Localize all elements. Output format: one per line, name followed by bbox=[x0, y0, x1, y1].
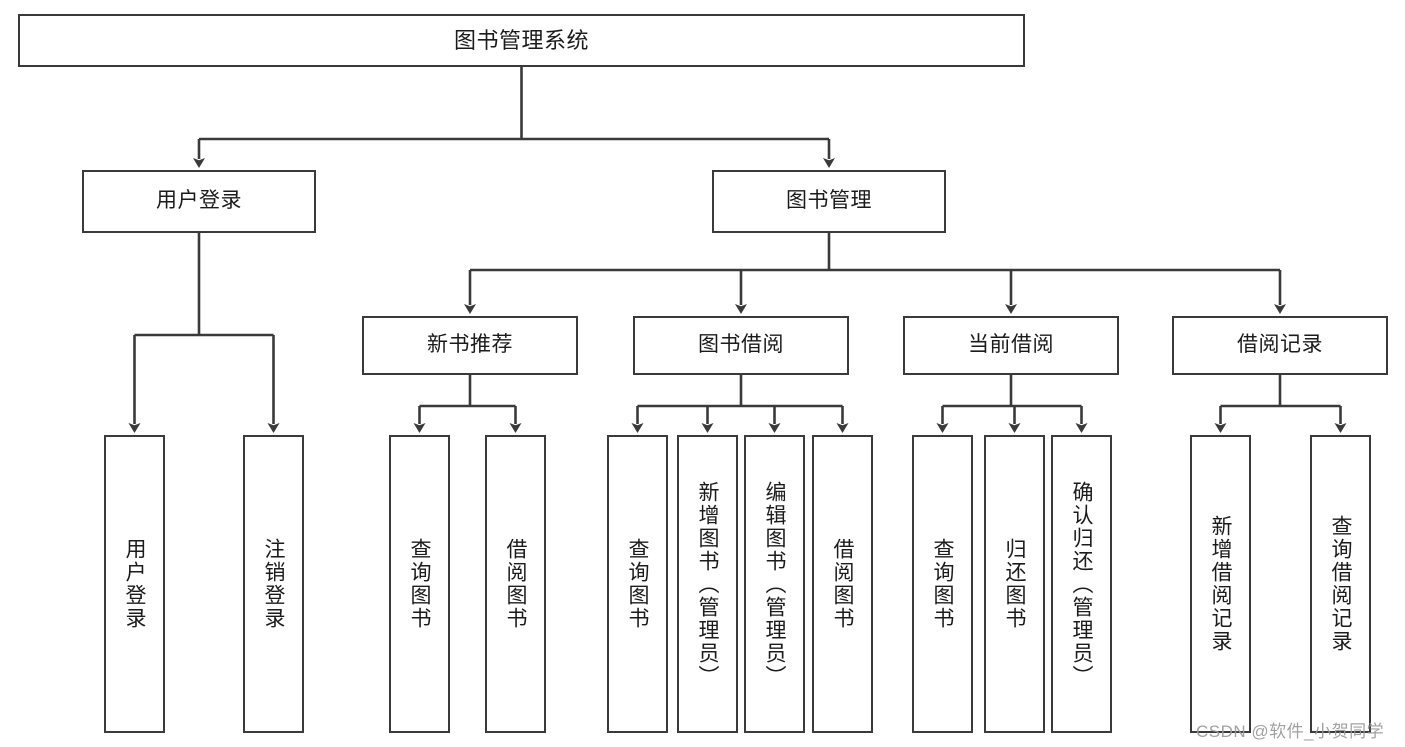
node-label-leaf-query-book-2: 查询图书 bbox=[626, 538, 649, 630]
watermark-text: CSDN @软件_小贺同学 bbox=[1196, 722, 1385, 741]
node-current-borrow[interactable]: 当前借阅 bbox=[903, 316, 1119, 375]
node-label-user-login: 用户登录 bbox=[156, 189, 242, 213]
node-leaf-query-book-2[interactable]: 查询图书 bbox=[607, 435, 668, 733]
node-label-book-manage: 图书管理 bbox=[786, 189, 872, 213]
node-label-leaf-confirm-return: 确认归还（管理员） bbox=[1070, 480, 1093, 688]
node-label-current-borrow: 当前借阅 bbox=[968, 333, 1054, 357]
node-leaf-return-book[interactable]: 归还图书 bbox=[984, 435, 1045, 733]
node-label-book-borrow: 图书借阅 bbox=[698, 333, 784, 357]
node-leaf-user-login[interactable]: 用户登录 bbox=[104, 435, 165, 733]
node-root[interactable]: 图书管理系统 bbox=[18, 14, 1025, 67]
node-new-book-rec[interactable]: 新书推荐 bbox=[362, 316, 578, 375]
node-leaf-borrow-book-2[interactable]: 借阅图书 bbox=[812, 435, 873, 733]
node-label-leaf-add-record: 新增借阅记录 bbox=[1209, 515, 1232, 653]
node-leaf-add-book[interactable]: 新增图书（管理员） bbox=[677, 435, 738, 733]
node-label-borrow-record: 借阅记录 bbox=[1237, 333, 1323, 357]
node-label-root: 图书管理系统 bbox=[453, 27, 589, 53]
node-book-borrow[interactable]: 图书借阅 bbox=[633, 316, 849, 375]
node-label-leaf-return-book: 归还图书 bbox=[1003, 538, 1026, 630]
node-leaf-query-book-3[interactable]: 查询图书 bbox=[912, 435, 973, 733]
node-leaf-query-record[interactable]: 查询借阅记录 bbox=[1310, 435, 1371, 733]
node-leaf-confirm-return[interactable]: 确认归还（管理员） bbox=[1051, 435, 1112, 733]
node-label-leaf-user-login: 用户登录 bbox=[123, 538, 146, 630]
node-leaf-borrow-book-1[interactable]: 借阅图书 bbox=[485, 435, 546, 733]
node-label-leaf-user-logout: 注销登录 bbox=[262, 538, 285, 630]
node-leaf-query-book-1[interactable]: 查询图书 bbox=[389, 435, 450, 733]
node-label-leaf-add-book: 新增图书（管理员） bbox=[696, 480, 719, 688]
node-label-leaf-borrow-book-1: 借阅图书 bbox=[504, 538, 527, 630]
node-label-leaf-edit-book: 编辑图书（管理员） bbox=[763, 480, 786, 688]
node-book-manage[interactable]: 图书管理 bbox=[712, 170, 946, 233]
node-label-leaf-borrow-book-2: 借阅图书 bbox=[831, 538, 854, 630]
node-leaf-add-record[interactable]: 新增借阅记录 bbox=[1190, 435, 1251, 733]
node-label-leaf-query-book-3: 查询图书 bbox=[931, 538, 954, 630]
node-leaf-edit-book[interactable]: 编辑图书（管理员） bbox=[744, 435, 805, 733]
node-leaf-user-logout[interactable]: 注销登录 bbox=[243, 435, 304, 733]
node-user-login[interactable]: 用户登录 bbox=[82, 170, 316, 233]
node-label-new-book-rec: 新书推荐 bbox=[427, 333, 513, 357]
node-borrow-record[interactable]: 借阅记录 bbox=[1172, 316, 1388, 375]
node-label-leaf-query-book-1: 查询图书 bbox=[408, 538, 431, 630]
node-label-leaf-query-record: 查询借阅记录 bbox=[1329, 515, 1352, 653]
